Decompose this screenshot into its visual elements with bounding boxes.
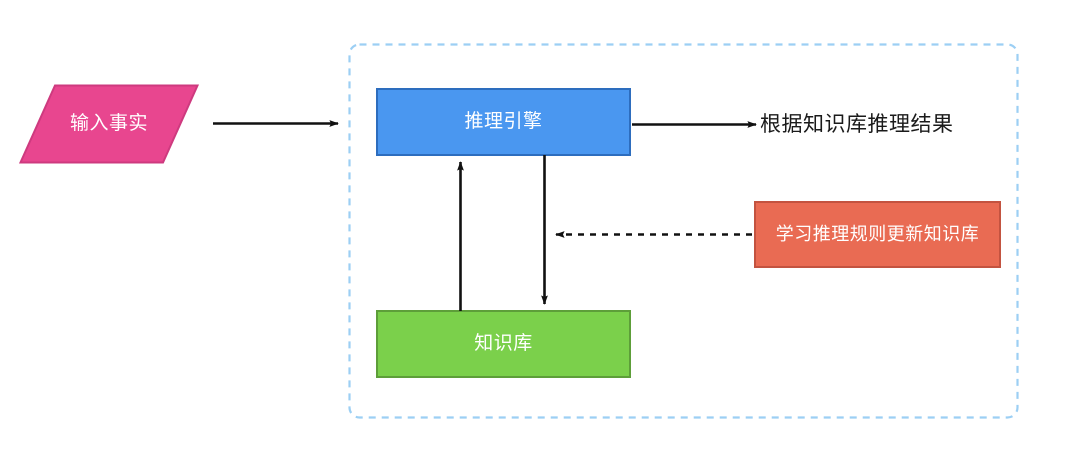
- input-facts-shape[interactable]: [18, 84, 200, 164]
- inference-engine-shape[interactable]: [376, 88, 631, 156]
- inference-system-boundary: [348, 43, 1019, 419]
- knowledge-base-shape[interactable]: [376, 310, 631, 378]
- inference-engine-node[interactable]: [376, 88, 631, 156]
- input-facts-node[interactable]: [20, 85, 198, 163]
- inference-result-label: 根据知识库推理结果: [760, 113, 954, 136]
- learn-rules-update-kb-shape[interactable]: [754, 201, 1001, 268]
- knowledge-base-node[interactable]: [376, 310, 631, 378]
- learn-rules-update-kb-node[interactable]: [754, 201, 1001, 268]
